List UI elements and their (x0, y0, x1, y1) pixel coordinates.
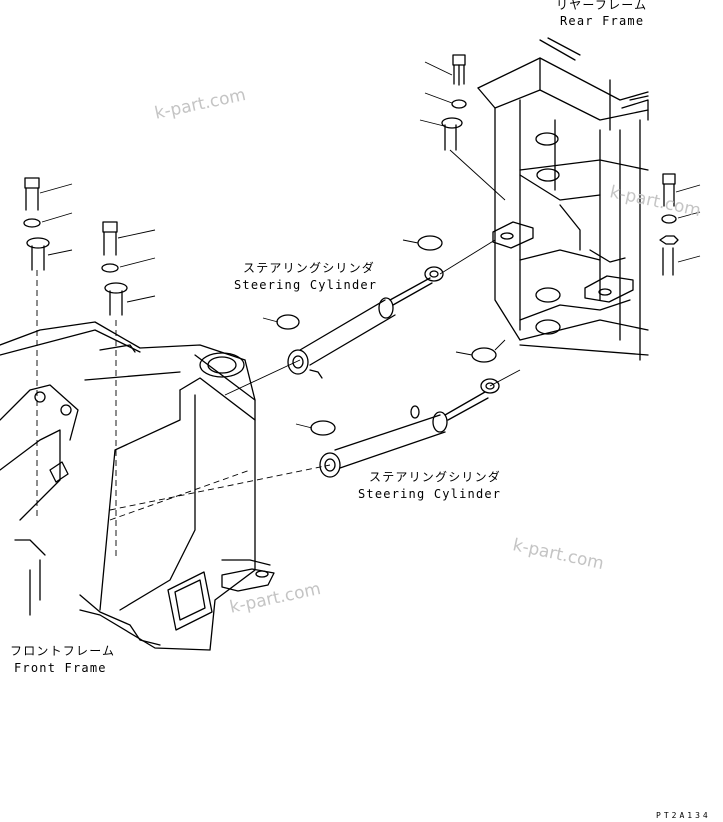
steering-cylinder-lower-label-en: Steering Cylinder (358, 487, 502, 501)
drawing-code: PT2A134 (656, 811, 711, 820)
rear-frame-label-en: Rear Frame (560, 14, 645, 28)
steering-cylinder-upper-label-jp: ステアリングシリンダ (243, 261, 376, 275)
steering-cylinder-lower-label-jp: ステアリングシリンダ (369, 470, 502, 484)
front-frame-label-en: Front Frame (14, 661, 107, 675)
front-frame (0, 321, 275, 651)
rear-frame (477, 37, 649, 361)
assembly-lines (36, 149, 521, 560)
hardware-right (659, 173, 701, 276)
steering-cylinder-upper (287, 266, 444, 379)
hardware-left (23, 177, 156, 316)
hardware-top-center (419, 54, 467, 151)
bushings-and-pins (262, 235, 497, 436)
steering-cylinder-upper-label-en: Steering Cylinder (234, 278, 378, 292)
rear-frame-label-jp: リヤーフレーム (556, 0, 648, 12)
steering-cylinder-lower (319, 378, 500, 478)
front-frame-label-jp: フロントフレーム (10, 644, 116, 658)
